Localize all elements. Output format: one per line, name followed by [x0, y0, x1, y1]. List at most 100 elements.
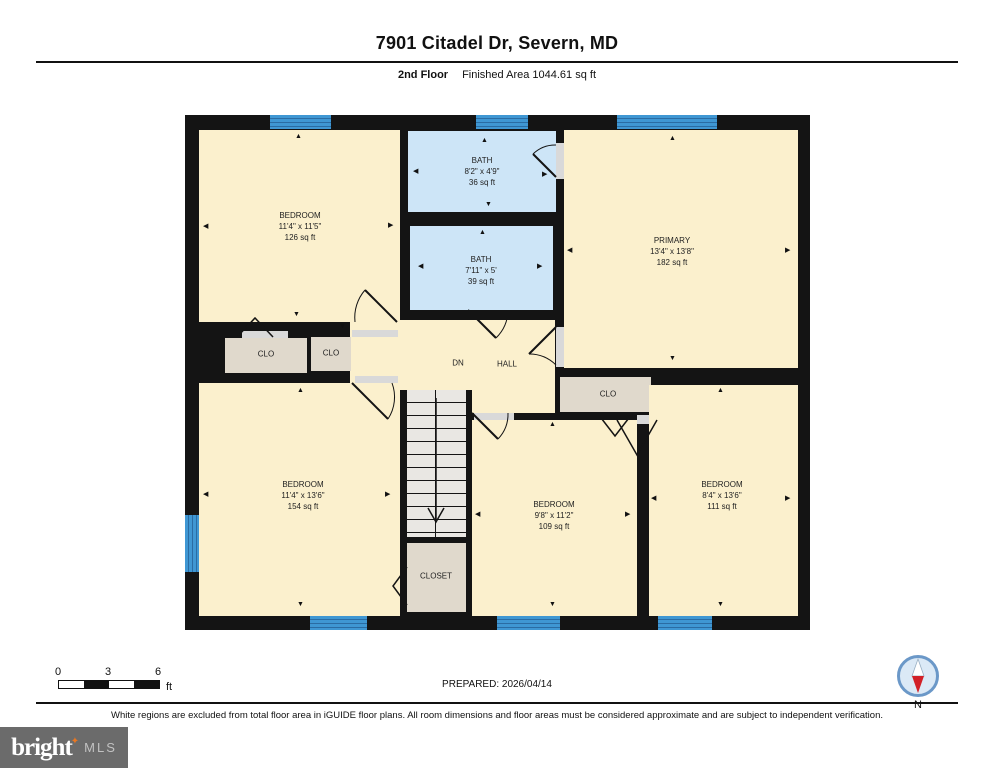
stairwell-right-wall — [466, 390, 472, 616]
door-arc — [532, 144, 557, 155]
label-closet: CLOSET — [419, 571, 453, 581]
dimension-arrow: ▼ — [293, 311, 300, 318]
door-threshold — [352, 330, 398, 337]
door-threshold — [242, 331, 288, 338]
window — [310, 616, 367, 630]
closet-mid — [311, 337, 351, 371]
dimension-arrow: ▲ — [479, 229, 486, 236]
window — [497, 616, 560, 630]
scale-bar: 0 3 6 ft — [54, 666, 172, 693]
logo-star-icon: ✦ — [70, 736, 80, 747]
door-threshold — [637, 415, 649, 424]
window — [658, 616, 712, 630]
dimension-arrow: ◀ — [418, 263, 424, 270]
logo-brand-text: bright — [11, 733, 73, 761]
door-threshold — [355, 376, 398, 383]
bifold-door — [597, 413, 633, 438]
dimension-arrow: ▼ — [485, 201, 492, 208]
door-leaf — [364, 289, 398, 323]
dimension-arrow: ▼ — [669, 355, 676, 362]
closet-under-stairs — [407, 543, 466, 612]
room-bedroom-bottom-center — [472, 420, 637, 616]
window — [476, 115, 528, 129]
header-rule — [36, 61, 958, 63]
label-clo-mid: CLO — [322, 348, 340, 358]
logo-mls-text: MLS — [84, 740, 117, 755]
floor-plan: ▲ ◀ ▶ ▼ ▼ ▲ ◀ ▶ ▼ ▲ ◀ ▶ ▲ ◀ ▶ ▼ ▲ ◀ ▶ ▼ … — [185, 115, 810, 630]
finished-area-label: Finished Area 1044.61 sq ft — [462, 69, 597, 81]
closet-right — [560, 377, 651, 412]
dimension-arrow: ◀ — [651, 495, 657, 502]
scale-tick-0: 0 — [54, 666, 62, 678]
doors-and-stair-arrow — [236, 144, 658, 606]
scale-bar-segments — [58, 680, 160, 689]
room-bedroom-bottom-left — [199, 383, 400, 616]
label-clo-right: CLO — [599, 389, 617, 399]
dimension-arrow: ◀ — [203, 223, 209, 230]
label-hall: HALL — [496, 359, 518, 369]
floor-subtitle: 2nd Floor Finished Area 1044.61 sq ft — [0, 69, 994, 81]
dimension-arrow: ▶ — [388, 222, 394, 229]
scale-tick-6: 6 — [154, 666, 162, 678]
compass-icon — [895, 653, 941, 699]
dimension-arrow: ▼ — [339, 323, 346, 330]
dimension-arrow: ▶ — [625, 511, 631, 518]
room-bedroom-top-left — [199, 130, 400, 322]
door-leaf — [471, 412, 499, 440]
stair-down-arrow — [427, 398, 445, 524]
door-arc — [354, 289, 366, 323]
double-door — [616, 419, 658, 457]
dimension-arrow: ▶ — [385, 491, 391, 498]
dimension-arrow: ◀ — [567, 247, 573, 254]
dimension-arrow: ▲ — [297, 387, 304, 394]
door-arc — [387, 382, 396, 420]
dimension-arrow: ▼ — [717, 601, 724, 608]
label-dn: DN — [452, 358, 464, 368]
bifold-door — [236, 316, 274, 338]
dimension-arrow: ▼ — [297, 601, 304, 608]
bifold-door — [392, 566, 408, 606]
page-title: 7901 Citadel Dr, Severn, MD — [375, 33, 619, 53]
window — [617, 115, 717, 129]
door-leaf — [351, 382, 389, 420]
room-bedroom-bottom-right — [649, 385, 798, 616]
dimension-arrow: ▲ — [669, 135, 676, 142]
dimension-arrow: ◀ — [475, 511, 481, 518]
closet-left — [225, 338, 307, 373]
floor-label: 2nd Floor — [397, 69, 449, 81]
compass-north-label: N — [914, 699, 922, 711]
door-leaf — [528, 326, 557, 355]
dimension-arrow: ▲ — [717, 387, 724, 394]
dimension-arrow: ▶ — [785, 495, 791, 502]
dimension-arrow: ◀ — [203, 491, 209, 498]
disclaimer-text: White regions are excluded from total fl… — [110, 710, 884, 721]
footer-rule — [36, 702, 958, 704]
door-arc — [497, 412, 509, 440]
room-bath-upper — [408, 131, 556, 212]
dimension-arrow: ▶ — [785, 247, 791, 254]
label-clo-left: CLO — [257, 349, 275, 359]
door-threshold — [474, 413, 514, 420]
dimension-arrow: ◀ — [413, 168, 419, 175]
stairwell-left-wall — [400, 390, 407, 616]
room-primary — [564, 130, 798, 368]
dimension-arrow: ▶ — [537, 263, 543, 270]
door-arc — [528, 353, 557, 366]
door-leaf — [532, 153, 557, 178]
dimension-arrow: ▲ — [549, 421, 556, 428]
dimension-arrow: ▲ — [295, 133, 302, 140]
scale-tick-3: 3 — [104, 666, 112, 678]
dimension-arrow: ▶ — [542, 171, 548, 178]
brightmls-logo: bright ✦ MLS — [0, 727, 128, 768]
door-threshold — [556, 327, 564, 367]
scale-unit-label: ft — [166, 681, 173, 693]
door-arc — [495, 309, 509, 339]
dimension-arrow: ▼ — [549, 601, 556, 608]
